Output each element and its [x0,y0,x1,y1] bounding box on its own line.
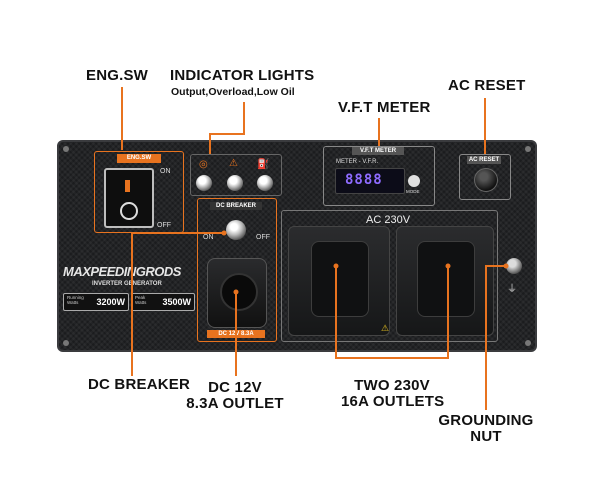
leader-dot [503,263,509,269]
ac-reset-button[interactable] [474,168,498,192]
mode-label: MODE [406,189,420,194]
indicator-lights-group: ◎ ⚠ ⛽ [190,154,282,196]
eng-sw-off-label: OFF [157,222,171,229]
running-watts-label: Running Watts [67,295,84,305]
leader-indicator-lights [209,102,245,154]
panel-screw [525,340,531,346]
dc-breaker-button[interactable] [226,220,246,240]
leader-dot [221,230,227,236]
vft-meter-tag: V.F.T METER [352,147,404,155]
rocker-power-symbol [120,202,138,220]
grounding-nut[interactable] [506,258,522,274]
overload-indicator-light [227,175,243,191]
callout-indicator-lights-sub: Output,Overload,Low Oil [171,86,295,98]
callout-vft-meter: V.F.T METER [338,99,431,116]
callout-dc-outlet-line1: DC 12V [208,379,262,396]
ac-outlet-2-cover [417,241,475,317]
output-indicator-icon: ◎ [199,159,208,170]
callout-eng-sw: ENG.SW [86,67,149,84]
vft-display-digits: 8888 [345,172,383,188]
overload-warning-icon: ⚠ [229,158,238,169]
output-indicator-light [196,175,212,191]
callout-grounding-line2: NUT [470,428,502,445]
callout-two-outlets-line1: TWO 230V [354,377,430,394]
leader-grounding [485,265,506,410]
dc-outlet-socket [220,273,258,311]
low-oil-icon: ⛽ [257,159,270,170]
ac-230v-label: AC 230V [366,214,411,226]
dc-breaker-tag: DC BREAKER [210,202,262,210]
running-watts-badge: Running Watts 3200W [63,293,129,311]
leader-dot [333,263,339,269]
vft-display: 8888 [335,168,405,194]
mode-button[interactable] [408,175,420,187]
leader-dot [445,263,451,269]
leader-ac-outlets [335,266,449,359]
callout-grounding-line1: GROUNDING [438,412,534,429]
callout-indicator-lights-title: INDICATOR LIGHTS [170,67,315,84]
peak-watts-badge: Peak Watts 3500W [131,293,195,311]
running-watts-value: 3200W [96,297,125,307]
panel-screw [63,146,69,152]
peak-watts-value: 3500W [162,297,191,307]
ac-reset-tag: AC RESET [467,156,501,164]
ac-section-frame [281,210,498,342]
meter-mode-label: METER - V.F.R. [336,159,379,165]
leader-dc-breaker [131,232,224,376]
panel-screw [63,340,69,346]
peak-watts-label: Peak Watts [135,295,147,305]
engine-rocker-switch[interactable] [104,168,154,228]
callout-two-outlets-line2: 16A OUTLETS [341,393,445,410]
breaker-off-label: OFF [256,234,270,241]
rocker-on-symbol [125,180,130,192]
eng-sw-tag: ENG.SW [117,154,161,163]
vft-meter-frame [323,146,435,206]
ac-outlet-2[interactable] [396,226,494,336]
callout-dc-outlet-line2: 8.3A OUTLET [186,395,284,412]
ac-reset-frame [459,154,511,200]
leader-dot [233,289,239,295]
warning-triangle-icon: ⚠ [381,323,390,333]
panel-screw [525,146,531,152]
eng-sw-on-label: ON [160,168,171,175]
brand-subtitle: INVERTER GENERATOR [92,281,162,287]
brand-logo-text: MAXPEEDINGRODS [63,264,181,279]
callout-dc-breaker: DC BREAKER [88,376,191,393]
ac-outlet-1[interactable] [288,226,390,336]
low-oil-indicator-light [257,175,273,191]
ac-outlet-1-cover [311,241,369,317]
breaker-on-label: ON [203,234,214,241]
grounding-icon: ⏚ [507,284,517,295]
callout-ac-reset: AC RESET [448,77,526,94]
